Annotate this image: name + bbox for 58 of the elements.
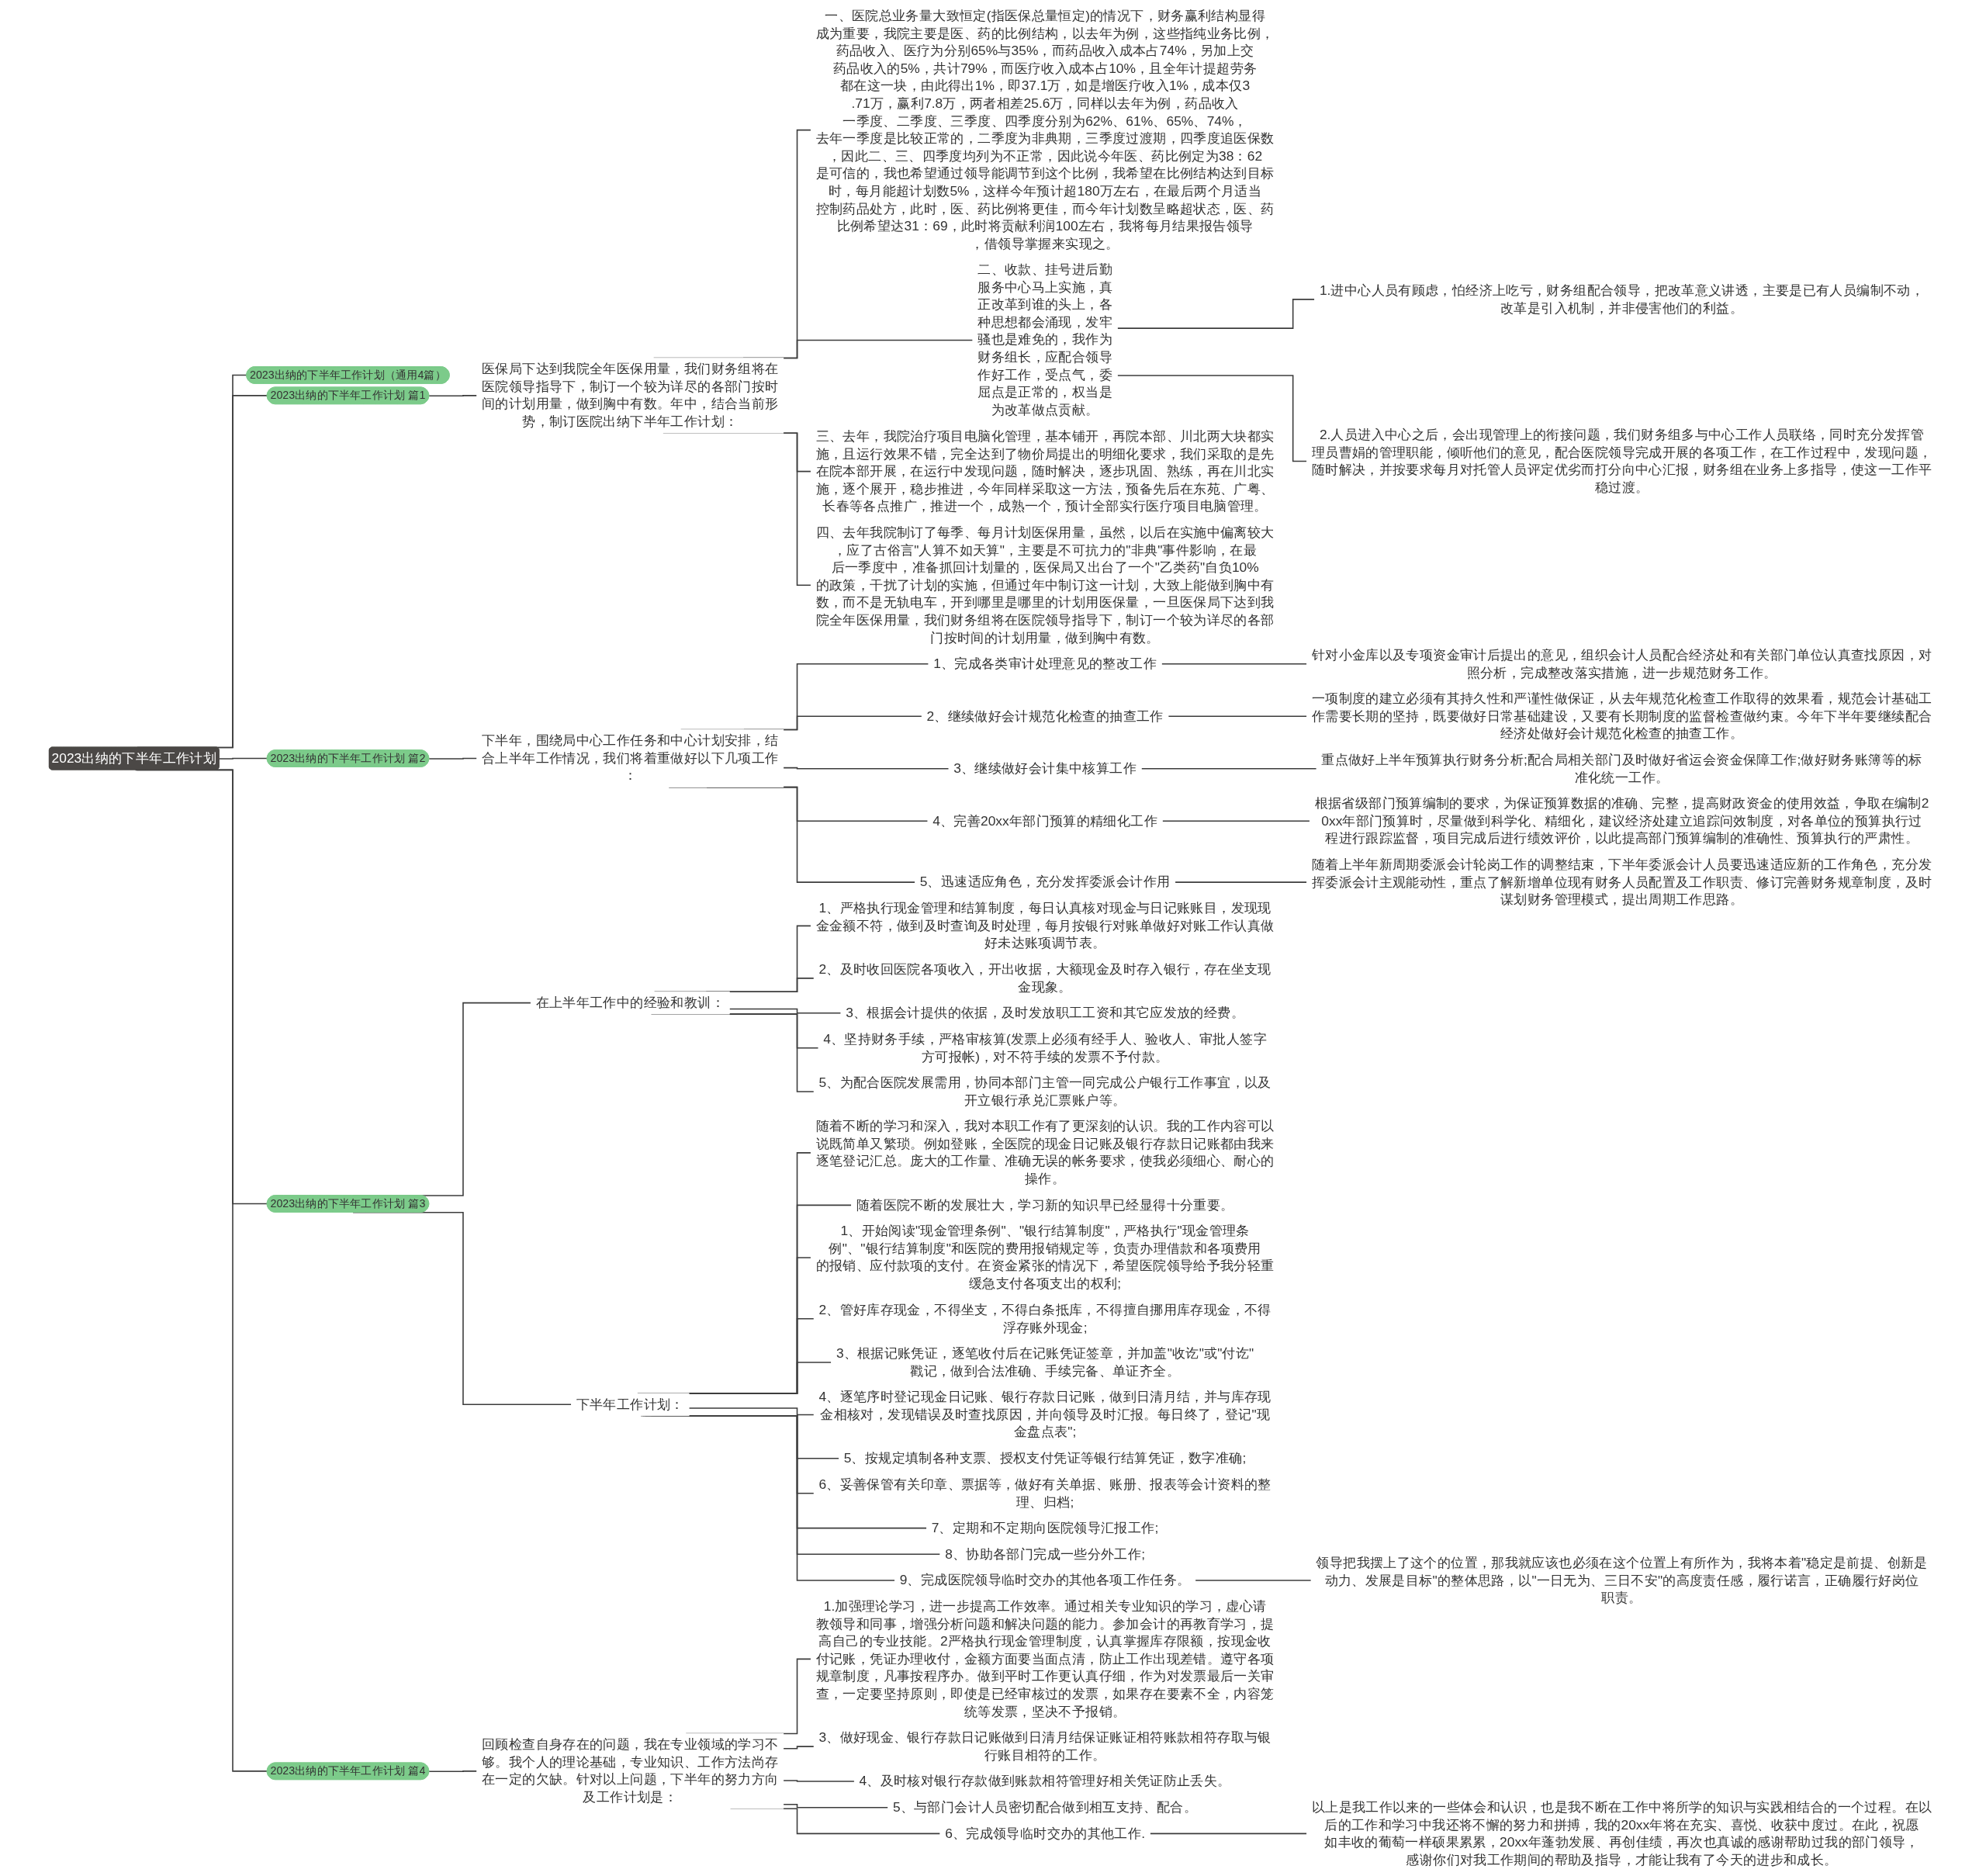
connector bbox=[782, 767, 950, 770]
node-text: 随着上半年新周期委派会计轮岗工作的调整结束，下半年委派会计人员要迅速适应新的工作角色，充分发挥委派会计主观能动性，重点了解新增单位现有财务人员配置及工作职责、修订完善财务规章制度，及时谋划财务管理模式，提出周期工作思路。 bbox=[1311, 857, 1932, 907]
node-text: 1.进中心人员有顾虑，怕经济上吃亏，财务组配合领导，把改革意义讲透，主要是已有人员编制不动，改革是引入机制，并非侵害他们的利益。 bbox=[1319, 282, 1925, 316]
node-text: 5、按规定填制各种支票、授权支付凭证等银行结算凭证，数字准确; bbox=[843, 1450, 1247, 1466]
connector bbox=[1116, 375, 1308, 462]
node-text: 6、完成领导临时交办的其他工作. bbox=[945, 1825, 1146, 1841]
node-text: 4、及时核对银行存款做到账款相符管理好相关凭证防止丢失。 bbox=[859, 1773, 1231, 1789]
node-text: 4、完善20xx年部门预算的精细化工作 bbox=[932, 812, 1157, 829]
connector bbox=[428, 757, 478, 760]
node-text: 4、逐笔序时登记现金日记账、银行存款日记账，做到日清月结，并与库存现金相核对，发现错误及时查找原因，并向领导及时汇报。每日终了，登记"现金盘点表"; bbox=[818, 1389, 1272, 1440]
node-text: 2、继续做好会计规范化检查的抽查工作 bbox=[926, 708, 1164, 724]
node-text: 5、迅速适应角色，充分发挥委派会计作用 bbox=[919, 874, 1171, 890]
node-text: 以上是我工作以来的一些体会和认识，也是我不断在工作中将所学的知识与实践相结合的一个过程。在以后的工作和学习中我还将不懈的努力和拼搏，我的20xx年将在充实、喜悦、收获中度过。在此，祝愿如丰收的葡萄一样硕果累累，20xx年蓬勃发展、再创佳绩，再次也真诚的感谢帮助过我的部门领导，感谢你们对我工作期间的帮助及指导，才能让我有了今天的进步和成长。 bbox=[1311, 1798, 1932, 1867]
node-text: 三、去年，我院治疗项目电脑化管理，基本铺开，再院本部、川北两大块都实施，且运行效果不错，完全达到了物价局提出的明细化要求，我们采取的是先在院本部开展，在运行中发现问题，随时解决，逐步巩固、熟练，再在川北实施，逐个展开，稳步推进，今年同样采取这一方法，预备先后在东苑、广粤、长春等各点推广，推进一个，成熟一个，预计全部实行医疗项目电脑管理。 bbox=[815, 427, 1275, 514]
connector bbox=[1161, 820, 1311, 822]
node-text: 5、为配合医院发展需用，协同本部门主管一同完成公户银行工作事宜，以及开立银行承兑汇票账户等。 bbox=[818, 1075, 1272, 1108]
connector bbox=[1161, 663, 1308, 665]
connector bbox=[218, 757, 268, 760]
node-text: 4、坚持财务手续，严格审核算(发票上必须有经手人、验收人、审批人签字方可报帐)，对不符手续的发票不予付款。 bbox=[823, 1030, 1267, 1064]
node-text: 一、医院总业务量大致恒定(指医保总量恒定)的情况下，财务赢利结构显得成为重要，我院主要是医、药的比例结构，以去年为例，这些指纯业务比例，药品收入、医疗为分别65%与35%，而药品收入成本占74%，另加上交药品收入的5%，共计79%，而医疗收入成本占10%，且全年计提超劳务都在这一块，由此得出1%，即37.1万，如是增医疗收入1%，成本仅3.71万，赢利7.8万，两者相差25.6万，同样以去年为例，药品收入一季度、二季度、三季度、四季度分别为62%、61%、65%、74%，去年一季度是比较正常的，二季度为非典期，三季度过渡期，四季度追医保数，因此二、三、四季度均列为不正常，因此说今年医、药比例定为38：62是可信的，我也希望通过领导能调节到这个比例，我希望在比例结构达到目标时，每月能超计划数5%，这样今年预计超180万左右，在最后两个月适当控制药品处方，此时，医、药比例将更佳，而今年计划数呈略超状态，医、药比例希望达31：69，此时将贡献利润100左右，我将每月结果报告领导，借领导掌握来实现之。 bbox=[815, 8, 1275, 251]
node-text: 二、收款、挂号进后勤服务中心马上实施，真正改革到谁的头上，各种思想都会涌现，发牢骚也是难免的，我作为财务组长，应配合领导作好工作，受点气，委屈点是正常的，权当是为改革做点贡献。 bbox=[977, 261, 1112, 418]
connector bbox=[688, 1407, 815, 1416]
connector bbox=[782, 1746, 815, 1750]
node-text: 8、协助各部门完成一些分外工作; bbox=[945, 1545, 1146, 1562]
node-text: 针对小金库以及专项资金审计后提出的意见，组织会计人员配合经济处和有关部门单位认真查找原因，对照分析，完成整改落实措施，进一步规范财务工作。 bbox=[1311, 646, 1932, 680]
connector bbox=[428, 395, 478, 397]
node-text: 7、定期和不定期向医院领导汇报工作; bbox=[931, 1520, 1159, 1535]
connector bbox=[782, 1804, 889, 1809]
connector bbox=[1174, 881, 1308, 883]
connector bbox=[1116, 299, 1316, 329]
node-text: 3、继续做好会计集中核算工作 bbox=[953, 760, 1137, 776]
node-text: 2、管好库存现金，不得坐支，不得白条抵库，不得擅自挪用库存现金，不得浮存账外现金; bbox=[818, 1301, 1272, 1335]
connector bbox=[1140, 767, 1317, 770]
connector bbox=[428, 1770, 478, 1773]
node-text: 领导把我摆上了这个的位置，那我就应该也必须在这个位置上有所作为，我将本着"稳定是前提、创新是动力、发展是目标"的整体思路，以"一日无为、三日不安"的高度责任感，履行诺言，正确履行好岗位职责。 bbox=[1316, 1554, 1928, 1605]
node-text: 1、完成各类审计处理意见的整改工作 bbox=[933, 656, 1157, 671]
node-text: 1、开始阅读"现金管理条例"、"银行结算制度"，严格执行"现金管理条例"、"银行结算制度"和医院的费用报销规定等，负责办理借款和各项费用的报销、应付款项的支付。在资金紧张的情况下，希望医院领导给予我分轻重缓急支付各项支出的权利; bbox=[815, 1223, 1275, 1292]
connector bbox=[1168, 715, 1308, 717]
node-text: 根据省级部门预算编制的要求，为保证预算数据的准确、完整，提高财政资金的使用效益，争取在编制20xx年部门预算时，尽量做到科学化、精细化，建议经济处建立追踪问效制度，对各单位的预算执行过程进行跟踪监督，项目完成后进行绩效评价，以此提高部门预算编制的准确性、预算执行的严肃性。 bbox=[1314, 795, 1929, 846]
node-text: 2、及时收回医院各项收入，开出收据，大额现金及时存入银行，存在坐支现金现象。 bbox=[818, 961, 1272, 995]
node-text: 9、完成医院领导临时交办的其他各项工作任务。 bbox=[899, 1572, 1191, 1588]
node-text: 3、根据记账凭证，逐笔收付后在记账凭证签章，并加盖"收讫"或"付讫"戳记，做到合法准确、手续完备、单证齐全。 bbox=[836, 1345, 1254, 1379]
node-text: 5、与部门会计人员密切配合做到相互支持、配合。 bbox=[893, 1799, 1198, 1815]
node-text: 1、严格执行现金管理和结算制度，每日认真核对现金与日记账账目，发现现金金额不符，做到及时查询及时处理，每月按银行对账单做好对账工作认真做好未达账项调节表。 bbox=[815, 900, 1275, 951]
node-text: 1.加强理论学习，进一步提高工作效率。通过相关专业知识的学习，虚心请教领导和同事，增强分析问题和解决问题的能力。参加会计的再教育学习，提高自己的专业技能。2严格执行现金管理制度，认真掌握库存限额，按现金收付记账，凭证办理收付，金额方面要当面点清，防止工作出现差错。遵守各项规章制度，凡事按程序办。做到平时工作更认真仔细，作为对发票最后一关审查，一定要坚持原则，即使是已经审核过的发票，如果存在要素不全，内容笼统等发票，坚决不予报销。 bbox=[815, 1598, 1275, 1719]
connector bbox=[1194, 1580, 1312, 1581]
node-text: 随着不断的学习和深入，我对本职工作有了更深刻的认识。我的工作内容可以说既简单又繁琐。例如登账，全医院的现金日记账及银行存款日记账都由我来逐笔登记汇总。庞大的工作量、准确无误的帐务要求，使我必须细心、耐心的操作。 bbox=[815, 1118, 1275, 1186]
node-text: 随着医院不断的发展壮大，学习新的知识早已经显得十分重要。 bbox=[856, 1196, 1234, 1213]
connector bbox=[728, 1008, 842, 1014]
connector bbox=[1149, 1833, 1308, 1835]
node-text: 3、根据会计提供的依据，及时发放职工工资和其它应发放的经费。 bbox=[846, 1005, 1244, 1021]
node-text: 2.人员进入中心之后，会出现管理上的衔接问题，我们财务组多与中心工作人员联络，同时充分发挥管理员曹娟的管理职能，倾听他们的意见，配合医院领导完成开展的各项工作，在工作过程中，发现问题，随时解决，并按要求每月对托管人员评定优劣而打分向中心汇报，财务组在业务上多指导，使这一工作平稳过渡。 bbox=[1311, 427, 1932, 495]
connector bbox=[782, 1780, 856, 1782]
node-text: 重点做好上半年预算执行财务分析;配合局相关部门及时做好省运会资金保障工作;做好财务账簿等的标准化统一工作。 bbox=[1321, 751, 1922, 785]
node-text: 6、妥善保管有关印章、票据等，做好有关单据、账册、报表等会计资料的整理、归档; bbox=[818, 1476, 1272, 1510]
node-text: 3、做好现金、银行存款日记账做到日清月结保证账证相符账款相符存取与银行账目相符的工作。 bbox=[818, 1729, 1272, 1763]
node-text: 四、去年我院制订了每季、每月计划医保用量，虽然，以后在实施中偏离较大，应了古俗言"人算不如天算"，主要是不可抗力的"非典"事件影响，在最后一季度中，准备抓回计划量的，医保局又出台了一个"乙类药"自负10%的政策，干扰了计划的实施，但通过年中制订这一计划，大致上能做到胸中有数，而不是无轨电车，开到哪里是哪里的计划用医保量，一旦医保局下达到我院全年医保用量，我们财务组将在医院领导指导下，制订一个较为详尽的各部门按时间的计划用量，做到胸中有数。 bbox=[815, 524, 1275, 646]
node-text: 一项制度的建立必须有其持久性和严谨性做保证，从去年规范化检查工作取得的效果看，规范会计基础工作需要长期的坚持，既要做好日常基础建设，又要有长期制度的监督检查做约束。今年下半年要继续配合经济处做好会计规范化检查的抽查工作。 bbox=[1311, 691, 1932, 742]
